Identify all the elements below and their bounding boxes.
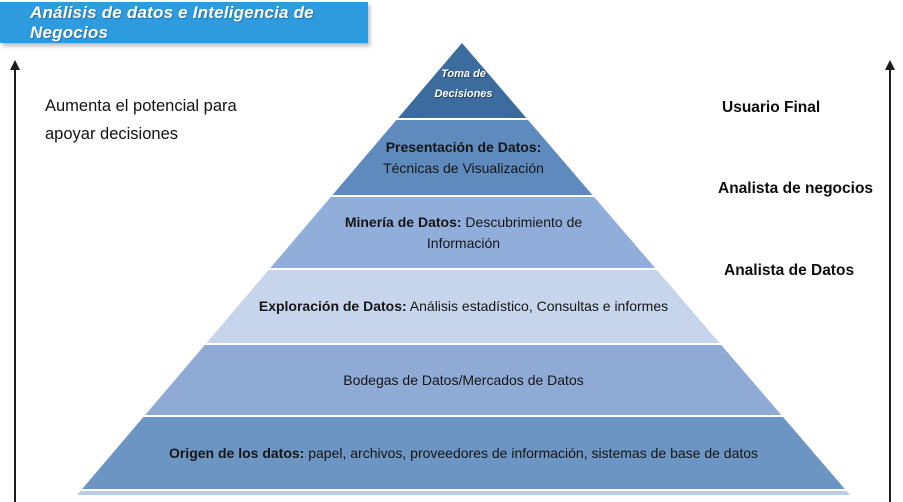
pyramid-level-mineria-de-datos: Minería de Datos: Descubrimiento de Info… bbox=[77, 197, 850, 268]
arrow-shaft bbox=[889, 68, 891, 502]
level-text-line2: Decisiones bbox=[434, 88, 493, 100]
level-text: Presentación de Datos: Técnicas de Visua… bbox=[383, 137, 544, 179]
level-text: Origen de los datos: papel, archivos, pr… bbox=[169, 443, 758, 464]
left-annotation: Aumenta el potencial para apoyar decisio… bbox=[45, 97, 237, 143]
level-text-bold: Exploración de Datos: bbox=[258, 298, 407, 314]
arrowhead-icon bbox=[885, 60, 895, 70]
pyramid-level-bodegas-de-datos: Bodegas de Datos/Mercados de Datos bbox=[77, 345, 850, 415]
right-label-usuario-final: Usuario Final bbox=[722, 99, 821, 116]
level-text-rest: Técnicas de Visualización bbox=[383, 159, 544, 176]
level-text-rest: papel, archivos, proveedores de informac… bbox=[304, 444, 759, 461]
level-text: Bodegas de Datos/Mercados de Datos bbox=[343, 370, 583, 391]
level-text-bold: Origen de los datos: bbox=[168, 444, 305, 461]
level-text-rest: Descubrimiento de Información bbox=[426, 213, 583, 251]
right-label-analista-datos: Analista de Datos bbox=[724, 262, 855, 279]
level-text-rest: Análisis estadístico, Consultas e inform… bbox=[406, 298, 669, 314]
level-text-rest: Bodegas de Datos/Mercados de Datos bbox=[343, 371, 584, 388]
right-label-analista-negocios: Analista de negocios bbox=[718, 180, 874, 197]
pyramid-base-highlight bbox=[77, 491, 850, 495]
level-text: Minería de Datos: Descubrimiento de Info… bbox=[309, 212, 619, 254]
pyramid-level-origen-de-los-datos: Origen de los datos: papel, archivos, pr… bbox=[77, 417, 850, 489]
slide-title: Análisis de datos e Inteligencia de Nego… bbox=[30, 2, 314, 42]
level-text-line1: Toma de bbox=[441, 68, 486, 80]
right-up-arrow-icon bbox=[884, 60, 896, 502]
level-text: Toma de Decisiones bbox=[434, 64, 492, 118]
arrowhead-icon bbox=[10, 60, 20, 70]
level-text-bold: Presentación de Datos: bbox=[385, 138, 542, 155]
title-banner: Análisis de datos e Inteligencia de Nego… bbox=[0, 2, 368, 43]
left-up-arrow-icon bbox=[9, 60, 21, 502]
level-text: Exploración de Datos: Análisis estadísti… bbox=[259, 296, 668, 317]
pyramid-level-exploracion-de-datos: Exploración de Datos: Análisis estadísti… bbox=[77, 270, 850, 343]
level-text-bold: Minería de Datos: bbox=[344, 213, 462, 230]
arrow-shaft bbox=[14, 68, 16, 502]
